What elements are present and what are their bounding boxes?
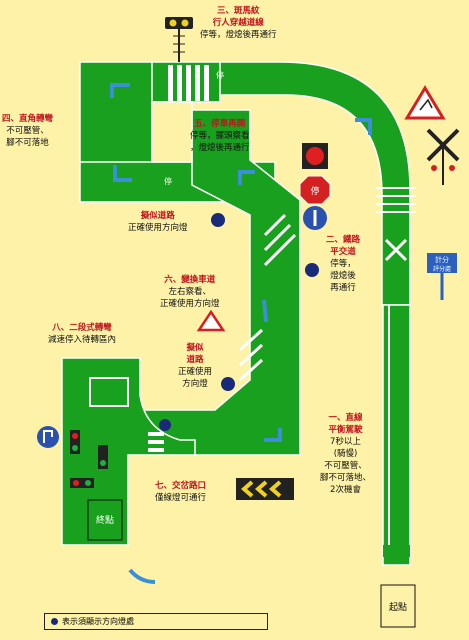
label-right-angle-turn: 四、直角轉彎 不可壓管、 腳不可落地	[2, 114, 54, 148]
stop-sign-text: 停	[310, 185, 319, 197]
hook-turn-sign	[37, 426, 59, 448]
balance-lane	[382, 304, 411, 566]
railway-crossing-sign	[426, 128, 460, 185]
score-station-text: 計分	[435, 255, 449, 264]
zebra-crossing-top	[168, 65, 209, 101]
label-lane-change: 六、變換車道 左右察看、 正確使用方向燈	[160, 275, 220, 309]
warning-curve-sign	[404, 85, 446, 120]
railway-track	[376, 187, 416, 213]
stop-line-text-1: 停	[216, 70, 224, 80]
start-point-box	[380, 584, 416, 628]
turn-signal-markers	[159, 213, 319, 431]
score-station-text2: 評分處	[433, 265, 451, 273]
intersection-traffic-light	[70, 430, 108, 488]
legend-marker-icon	[51, 618, 58, 625]
label-straight-balance: 一、直線 平衡駕駛 7秒以上 (騎慢) 不可壓管、 腳不可落地、 2次機會	[320, 413, 372, 495]
stop-line-text-2: 停	[164, 176, 172, 186]
top-traffic-light	[165, 17, 193, 62]
end-point-text: 終點	[96, 514, 114, 526]
label-simulated-road-2: 擬似 道路 正確使用 方向燈	[178, 343, 213, 389]
warning-triangle-sign	[196, 309, 226, 332]
stop-sign	[299, 175, 331, 205]
score-station	[427, 253, 457, 300]
label-simulated-road-1: 擬似道路 正確使用方向燈	[128, 211, 188, 233]
red-signal-light	[302, 143, 328, 169]
railway-x-marking	[384, 238, 408, 262]
label-railway-crossing: 二、鐵路 平交道 停等， 燈熄後 再通行	[326, 235, 361, 293]
label-zebra-crossing: 三、斑馬紋 行人穿越道線 停等，燈熄後再通行	[200, 6, 277, 40]
road-network	[61, 61, 411, 566]
lane-change-hatching	[238, 213, 297, 382]
direction-arrows	[110, 83, 372, 584]
chevron-warning-board	[236, 478, 294, 500]
end-point-box	[87, 499, 123, 541]
waiting-zone-box	[89, 377, 129, 407]
label-hook-turn: 八、二段式轉彎 減速停入待轉區內	[48, 323, 117, 345]
balance-lane-start	[383, 545, 410, 557]
start-point-text: 起點	[389, 601, 407, 613]
legend: 表示須顯示方向燈處	[44, 613, 268, 630]
left-island	[151, 101, 193, 163]
one-way-sign	[303, 206, 327, 230]
legend-text: 表示須顯示方向燈處	[62, 617, 134, 626]
label-intersection: 七、交岔路口 僅線燈可通行	[155, 481, 207, 503]
label-stop-and-go: 五、停車再開 停等，擺頭察看 ，燈熄後再通行	[190, 119, 250, 153]
zebra-crossing-bottom	[148, 432, 164, 452]
